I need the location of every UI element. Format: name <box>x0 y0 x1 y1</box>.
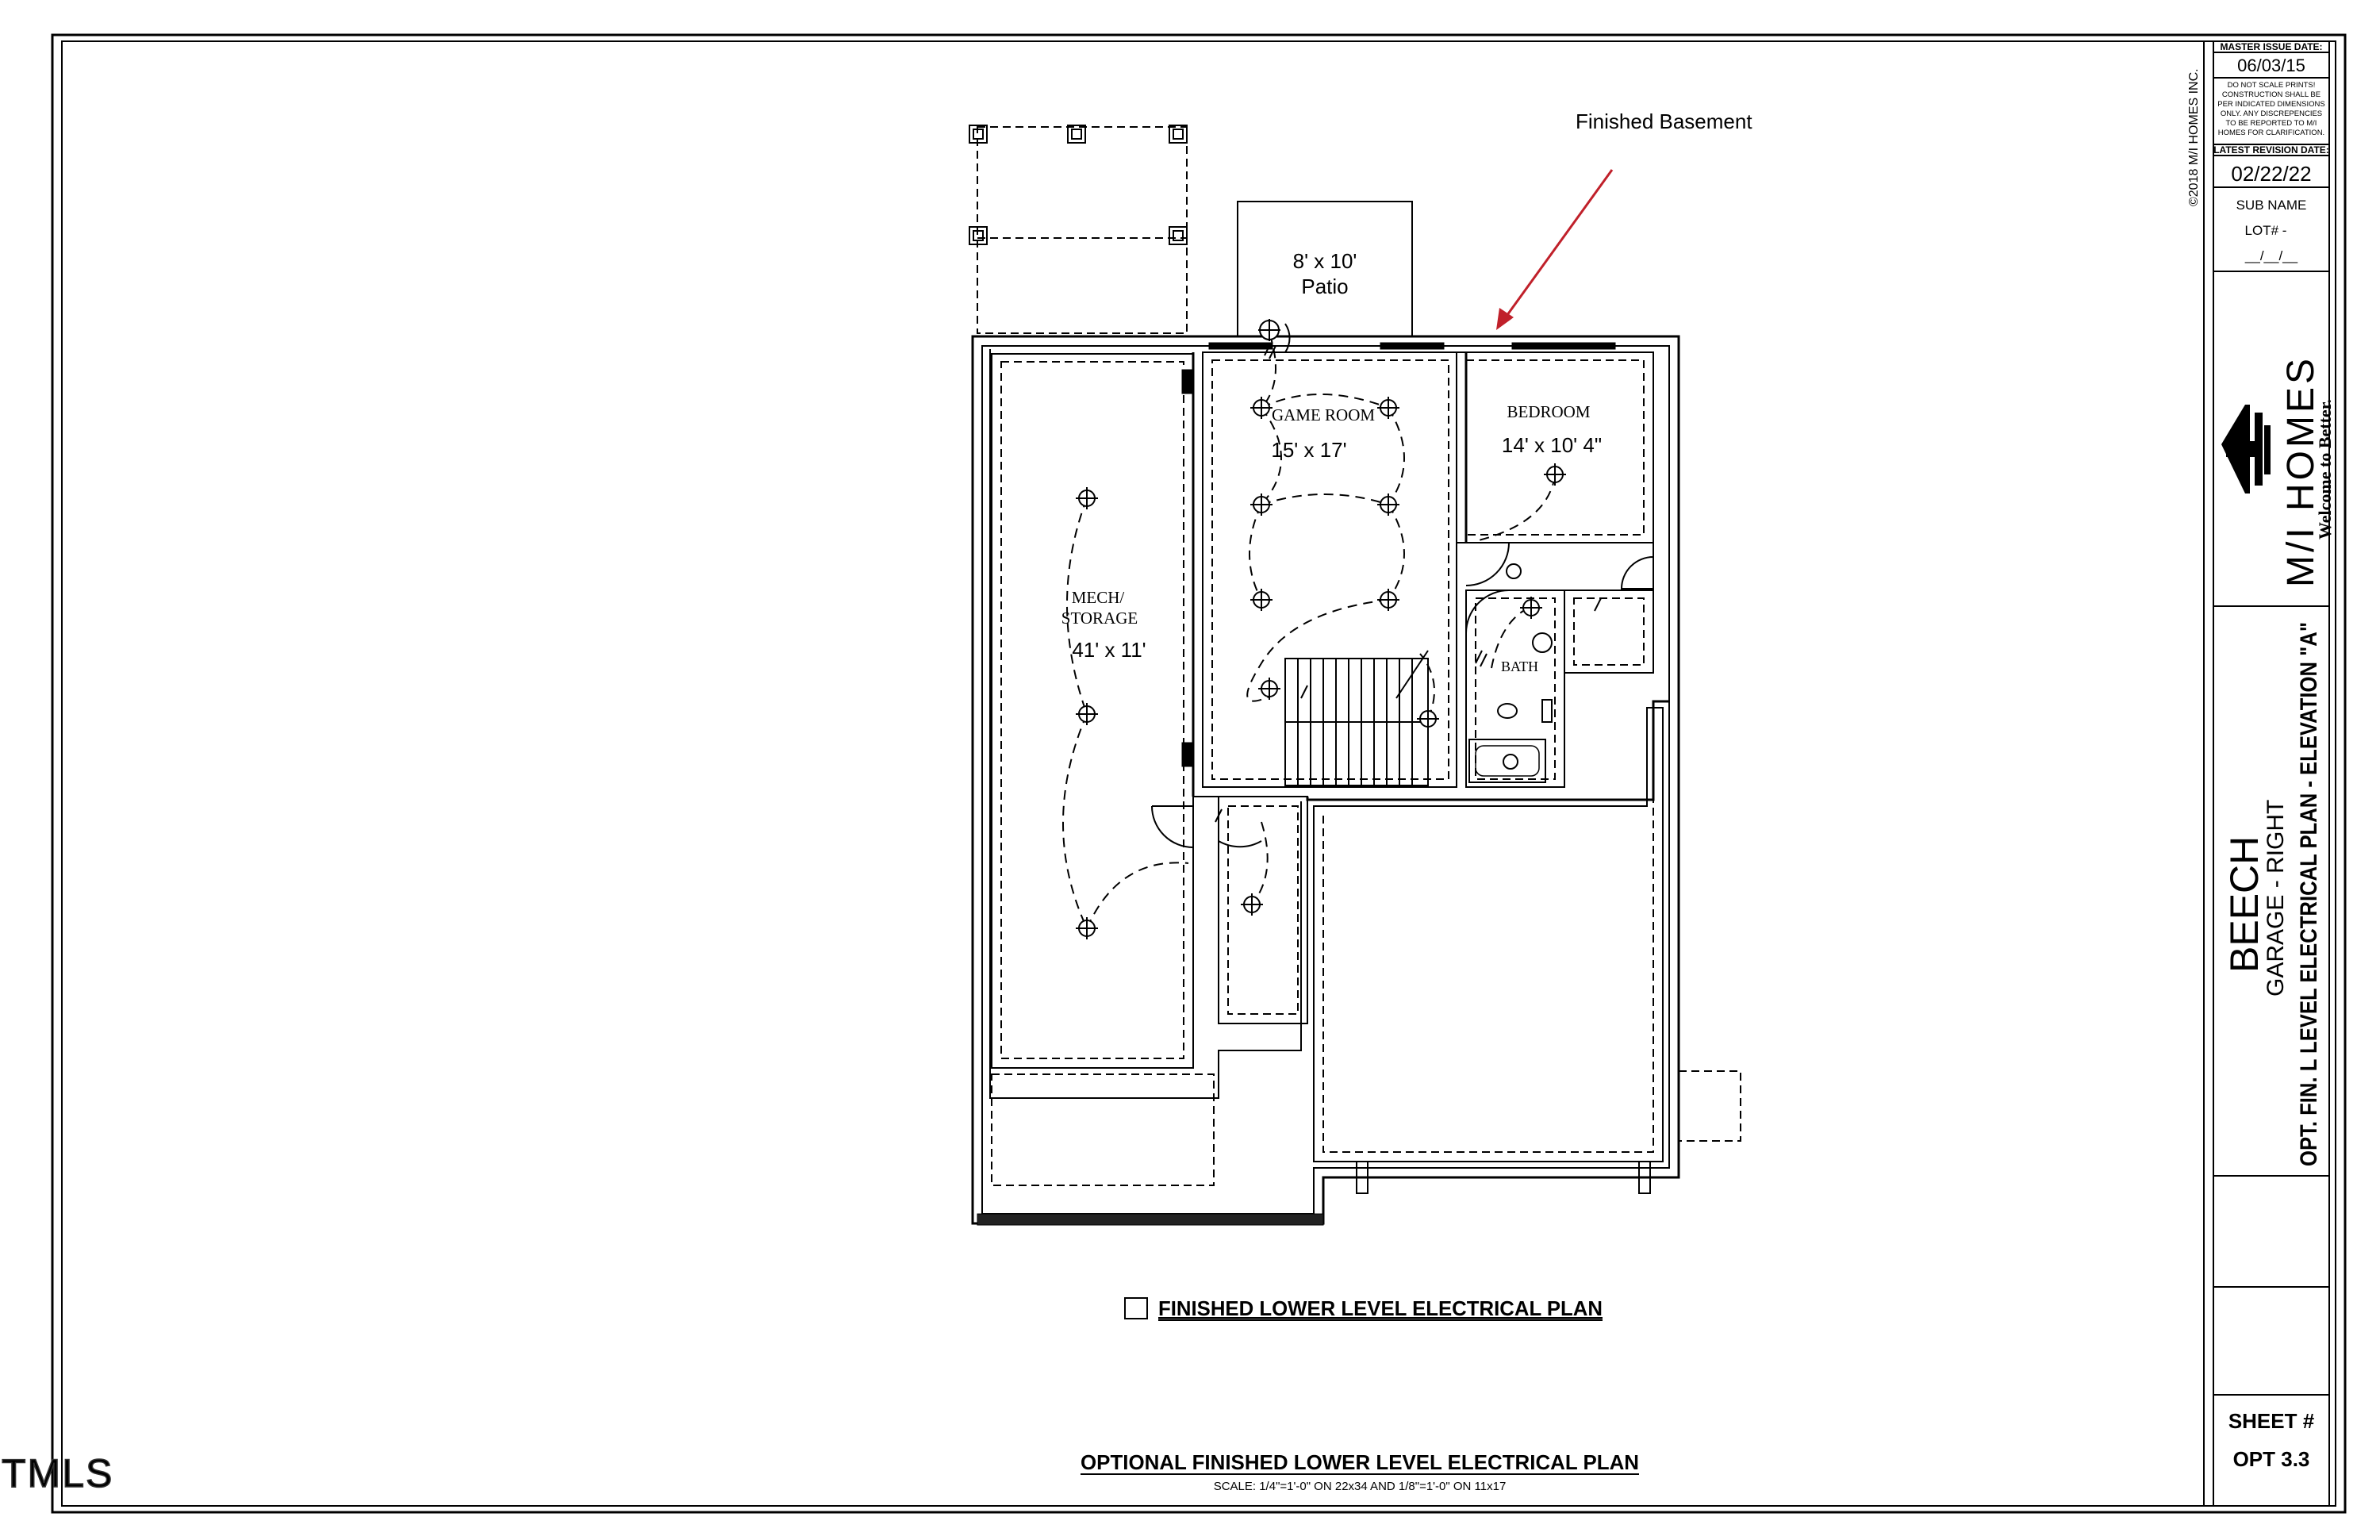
switches <box>1215 342 1602 823</box>
floor-plan <box>969 125 1741 1226</box>
bottom-heavy-wall <box>977 1213 1324 1226</box>
sub-name: SUB NAME <box>2236 198 2307 213</box>
svg-text:TO BE REPORTED TO M/I: TO BE REPORTED TO M/I <box>2226 119 2317 128</box>
brand-name: M/I HOMES <box>2280 355 2322 587</box>
annotation-arrow <box>1496 169 1614 330</box>
deck-posts <box>969 125 1188 245</box>
garage-inner <box>989 349 1302 1099</box>
patio-label: Patio <box>1301 275 1348 298</box>
bedroom-size: 14' x 10' 4" <box>1502 433 1602 457</box>
side-stoop <box>1678 1070 1741 1142</box>
watermark: TMLS <box>2 1451 113 1496</box>
patio-size: 8' x 10' <box>1293 249 1357 273</box>
mech-size: 41' x 11' <box>1072 638 1146 662</box>
bathtub <box>1468 739 1546 783</box>
game-room-size: 15' x 17' <box>1271 438 1346 462</box>
sheet-number: OPT 3.3 <box>2233 1447 2310 1471</box>
svg-text:CONSTRUCTION SHALL BE: CONSTRUCTION SHALL BE <box>2222 90 2320 99</box>
svg-text:HOMES FOR CLARIFICATION.: HOMES FOR CLARIFICATION. <box>2218 129 2324 137</box>
outer-border <box>51 33 2347 1514</box>
closet-wall <box>1564 590 1654 674</box>
revision-date: 02/22/22 <box>2231 162 2311 186</box>
deck-outline <box>977 126 1188 334</box>
sink <box>1532 632 1553 653</box>
game-room-name: GAME ROOM <box>1272 405 1375 424</box>
game-room-wall <box>1202 351 1457 788</box>
light-fixtures <box>1076 319 1566 939</box>
copyright: ©2018 M/I HOMES INC. <box>2187 68 2201 206</box>
revision-label: LATEST REVISION DATE: <box>2213 144 2329 156</box>
game-room-dashed <box>1211 359 1449 780</box>
svg-text:DO NOT SCALE PRINTS!: DO NOT SCALE PRINTS! <box>2228 81 2316 90</box>
sheet-label: SHEET # <box>2228 1409 2315 1433</box>
brand-tagline: Welcome to Better. <box>2315 399 2335 540</box>
plan-caption: FINISHED LOWER LEVEL ELECTRICAL PLAN <box>1158 1296 1603 1320</box>
bath-name: BATH <box>1501 659 1538 674</box>
stairs <box>1284 650 1429 786</box>
garage-option: GARAGE - RIGHT <box>2263 800 2289 997</box>
plan-caption-checkbox <box>1124 1297 1148 1319</box>
inner-border <box>61 40 2205 1507</box>
svg-text:ONLY. ANY DISCREPENCIES: ONLY. ANY DISCREPENCIES <box>2221 109 2322 118</box>
lot-number: LOT# - <box>2245 223 2287 238</box>
exterior-wall-outer <box>971 335 1680 1225</box>
garage-floor-dashed <box>1322 717 1654 1153</box>
annotation-label: Finished Basement <box>1576 109 1752 133</box>
mech-name-line1: MECH/ <box>1072 588 1125 607</box>
mech-room-dashed <box>1000 361 1184 1059</box>
toilet <box>1497 703 1518 719</box>
date-blank: __/__/__ <box>2244 248 2298 263</box>
plan-name: BEECH <box>2222 836 2267 973</box>
master-issue-date: 06/03/15 <box>2237 56 2305 75</box>
master-issue-label: MASTER ISSUE DATE: <box>2220 41 2322 52</box>
door-swings <box>1151 323 1654 848</box>
title-block <box>2203 40 2336 1507</box>
garage-floor <box>1313 707 1664 1162</box>
disclaimer-note: DO NOT SCALE PRINTS! CONSTRUCTION SHALL … <box>2217 81 2324 137</box>
mech-name-line2: STORAGE <box>1061 609 1138 628</box>
footer-title: OPTIONAL FINISHED LOWER LEVEL ELECTRICAL… <box>1081 1450 1639 1474</box>
svg-text:PER INDICATED DIMENSIONS: PER INDICATED DIMENSIONS <box>2217 100 2324 109</box>
sheet-title: OPT. FIN. L LEVEL ELECTRICAL PLAN - ELEV… <box>2296 622 2322 1166</box>
bedroom-name: BEDROOM <box>1507 402 1590 421</box>
footer-scale: SCALE: 1/4"=1'-0" ON 22x34 AND 1/8"=1'-0… <box>1214 1480 1507 1493</box>
mi-homes-logo <box>2221 405 2271 493</box>
